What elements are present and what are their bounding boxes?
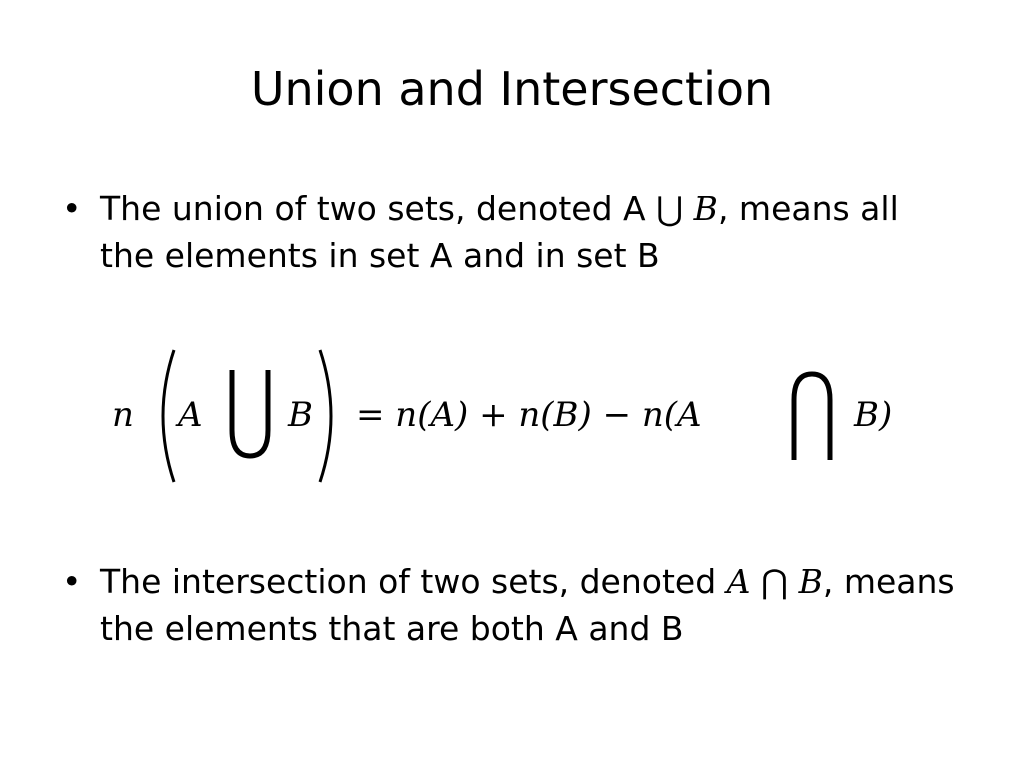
union-symbol: ⋃ bbox=[656, 189, 684, 228]
bullet-union-text-after: , means all the elements in set A and in… bbox=[100, 189, 899, 275]
math-b: B bbox=[693, 189, 718, 228]
formula-b-left: B bbox=[288, 395, 313, 435]
math-b: B bbox=[798, 562, 823, 601]
math-a: A bbox=[623, 189, 646, 228]
union-formula: n A B = n(A) + n(B) − n(A B) bbox=[112, 340, 932, 490]
formula-b-right: B) bbox=[854, 395, 893, 435]
large-intersection-symbol bbox=[791, 371, 833, 460]
bullet-marker: • bbox=[62, 189, 82, 228]
bullet-union: • The union of two sets, denoted A ⋃ B, … bbox=[62, 185, 962, 279]
slide-title: Union and Intersection bbox=[250, 62, 774, 116]
bullet-intersection: • The intersection of two sets, denoted … bbox=[62, 558, 962, 652]
bullet-union-text-before: The union of two sets, denoted bbox=[100, 189, 624, 228]
large-left-paren bbox=[161, 349, 176, 483]
bullet-intersection-text: The intersection of two sets, denoted A … bbox=[100, 558, 962, 652]
bullet-union-text: The union of two sets, denoted A ⋃ B, me… bbox=[100, 185, 962, 279]
formula-n: n bbox=[112, 395, 134, 435]
intersection-symbol: ⋂ bbox=[761, 562, 789, 601]
large-right-paren bbox=[318, 349, 333, 483]
formula-a-left: A bbox=[178, 395, 203, 435]
formula-rhs: = n(A) + n(B) − n(A bbox=[356, 395, 702, 435]
large-union-symbol bbox=[229, 370, 271, 459]
math-a: A bbox=[726, 562, 751, 601]
bullet-intersection-text-after: , means the elements that are both A and… bbox=[100, 562, 955, 648]
bullet-intersection-text-before: The intersection of two sets, denoted bbox=[100, 562, 727, 601]
bullet-marker: • bbox=[62, 562, 82, 601]
